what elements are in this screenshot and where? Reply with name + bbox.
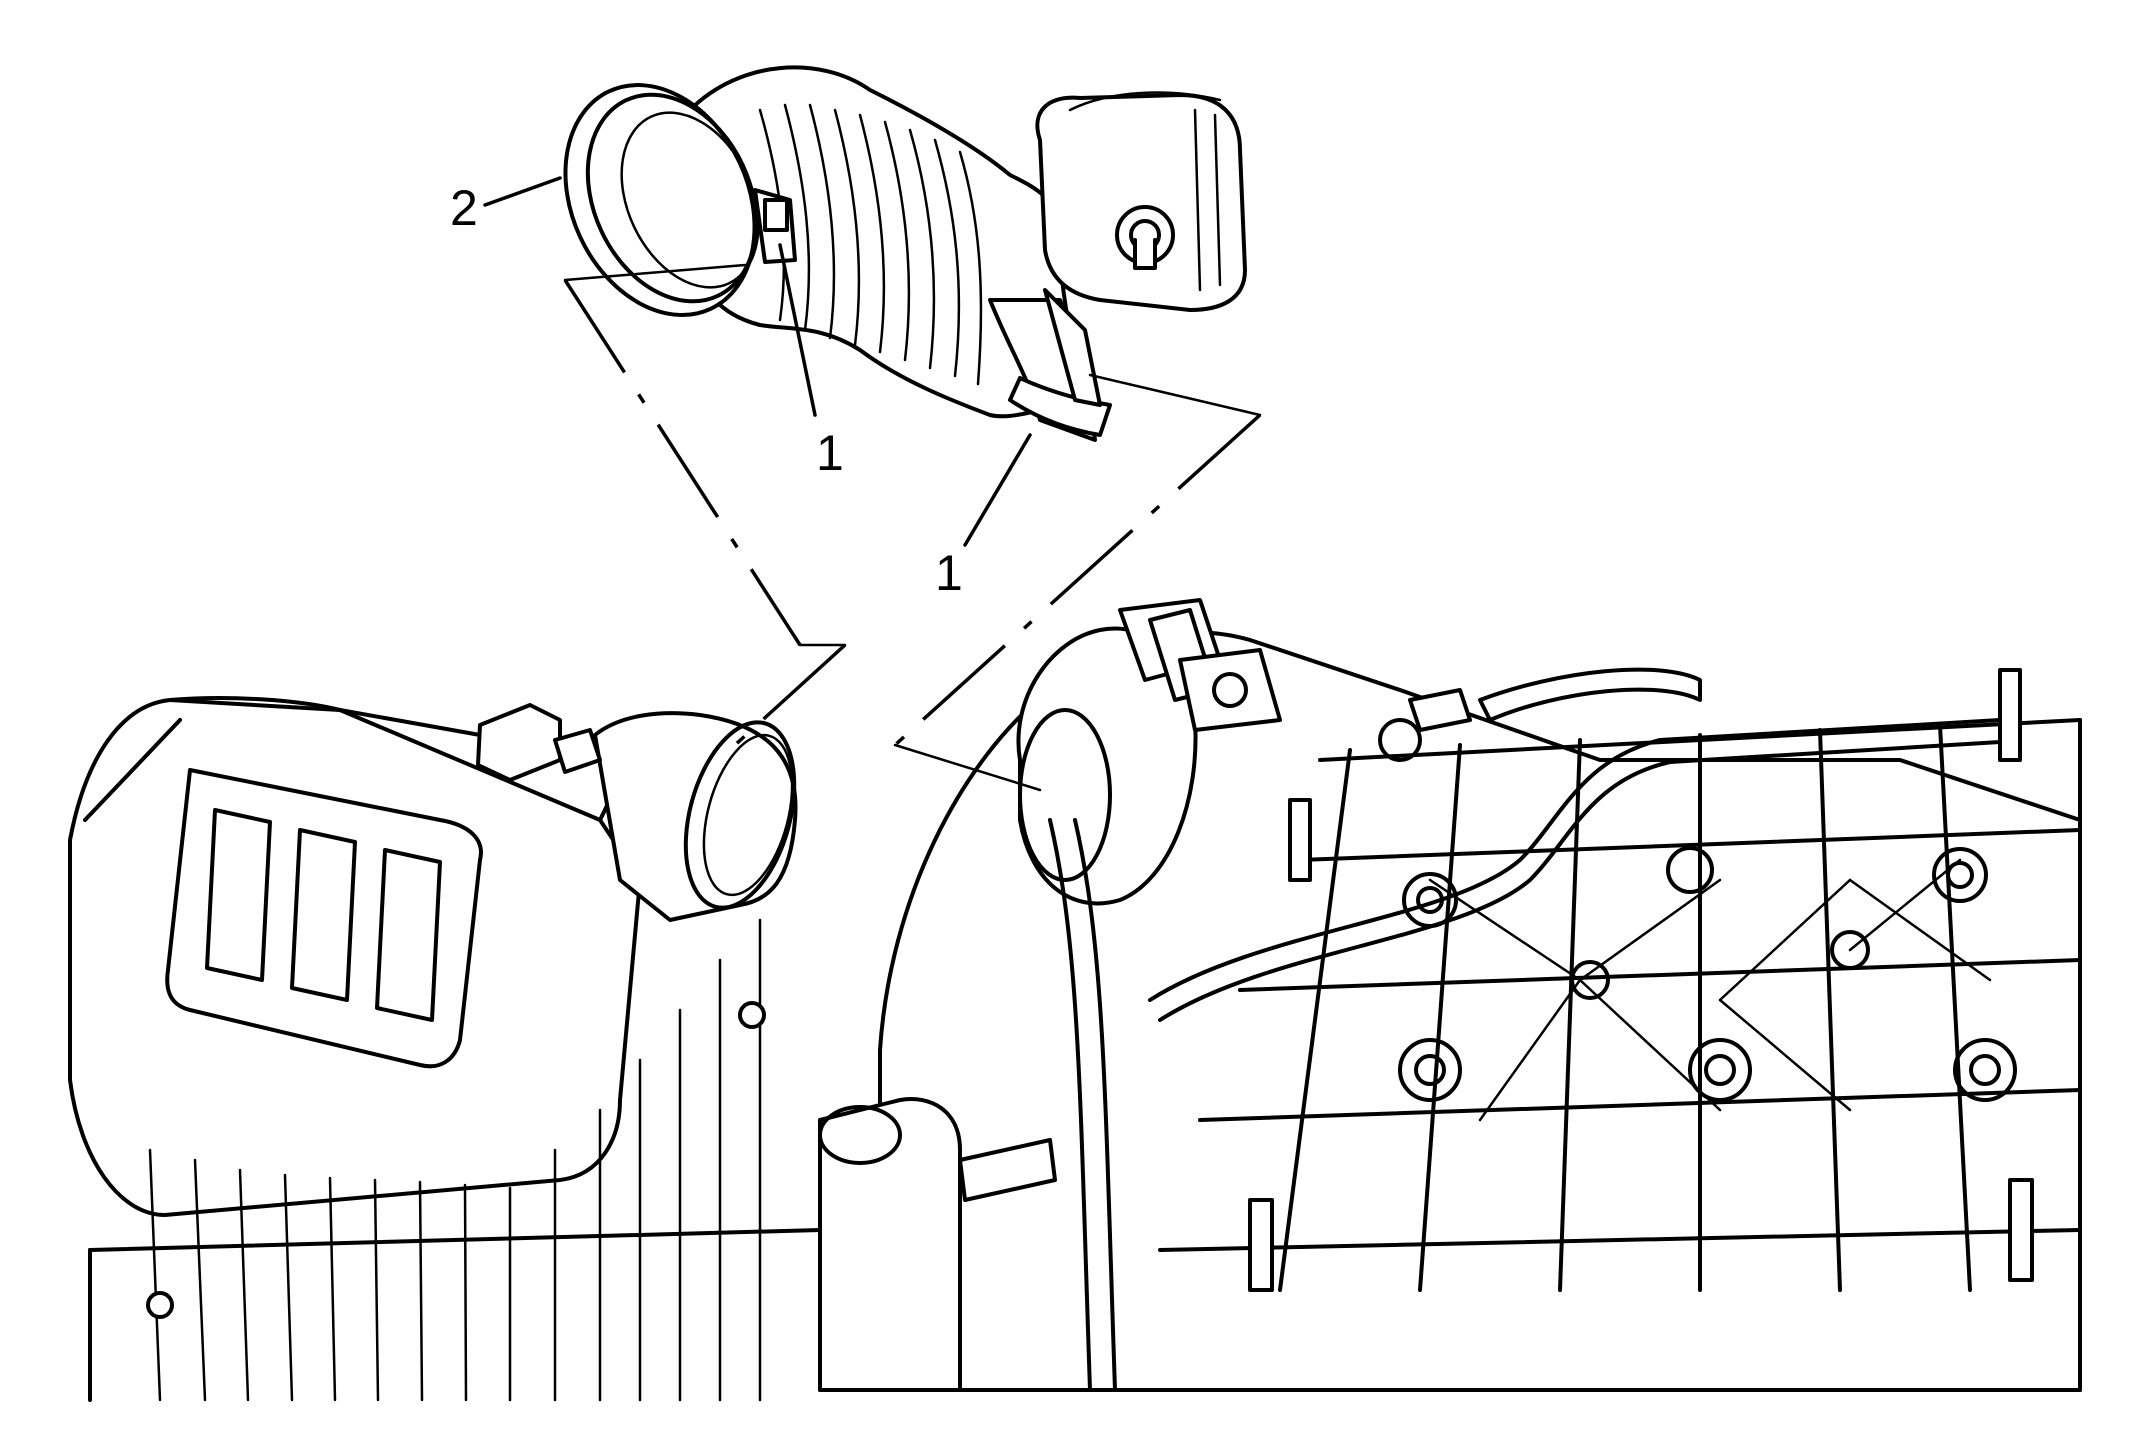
alignment-lines	[563, 263, 1262, 792]
engine-intake-manifold	[818, 598, 2082, 1392]
leader-line-1-upper	[778, 243, 817, 417]
callout-label-2: 2	[450, 180, 478, 236]
alignment-line-left-upper	[563, 279, 802, 646]
alignment-line-right-tick	[1088, 373, 1262, 417]
alignment-line-left-lower	[733, 643, 847, 747]
alignment-line-left-tick	[563, 263, 747, 282]
callout-label-1-lower: 1	[935, 545, 963, 601]
callout-leaders	[483, 176, 1032, 547]
callout-label-1-upper: 1	[816, 425, 844, 481]
alignment-line-right	[893, 413, 1262, 747]
air-cleaner-housing	[68, 696, 822, 1402]
leader-line-1-lower	[963, 433, 1032, 547]
leader-line-2	[483, 176, 562, 207]
air-inlet-duct	[563, 65, 1247, 442]
